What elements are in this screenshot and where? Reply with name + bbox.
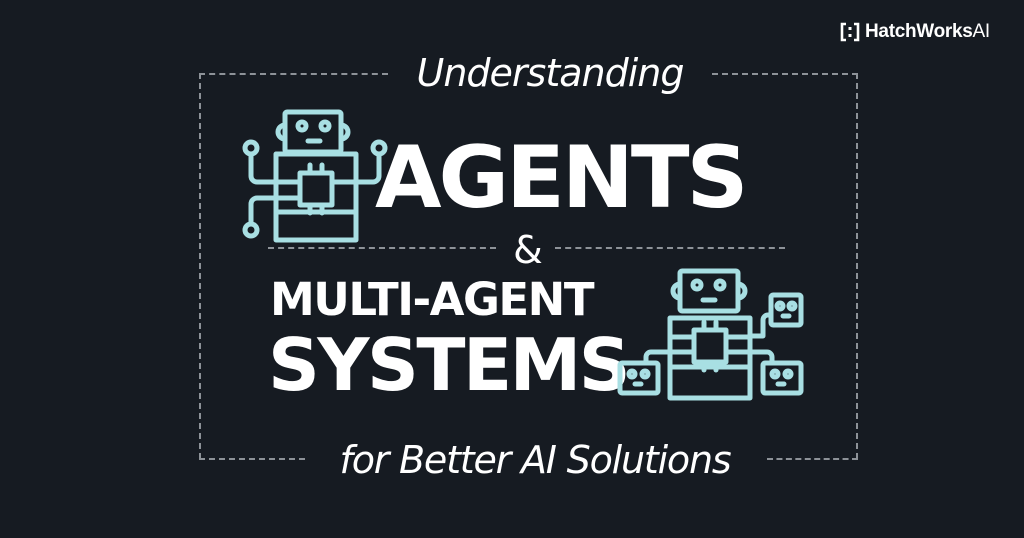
divider-left-line: [268, 247, 496, 249]
frame-right-line: [856, 73, 858, 459]
frame-top-right-line: [712, 73, 858, 75]
divider-right-line: [555, 247, 785, 249]
hatchworks-bracket-icon: [840, 22, 860, 42]
multi-agent-robot-network-icon: [617, 268, 804, 401]
frame-bottom-left-line: [199, 458, 305, 460]
intro-text: Understanding: [416, 51, 685, 95]
logo-wordmark: HatchWorksAI: [865, 21, 990, 42]
tagline-text: for Better AI Solutions: [339, 438, 732, 482]
hatchworks-logo: HatchWorksAI: [840, 20, 990, 44]
frame-bottom-right-line: [767, 458, 858, 460]
single-robot-agent-icon: [242, 109, 388, 243]
frame-top-left-line: [199, 73, 388, 75]
headline-multi-agent: MULTI-AGENT: [270, 273, 595, 326]
frame-left-line: [199, 73, 201, 459]
headline-agents: AGENTS: [375, 128, 748, 228]
headline-systems: SYSTEMS: [268, 323, 631, 407]
ampersand: &: [513, 228, 543, 272]
